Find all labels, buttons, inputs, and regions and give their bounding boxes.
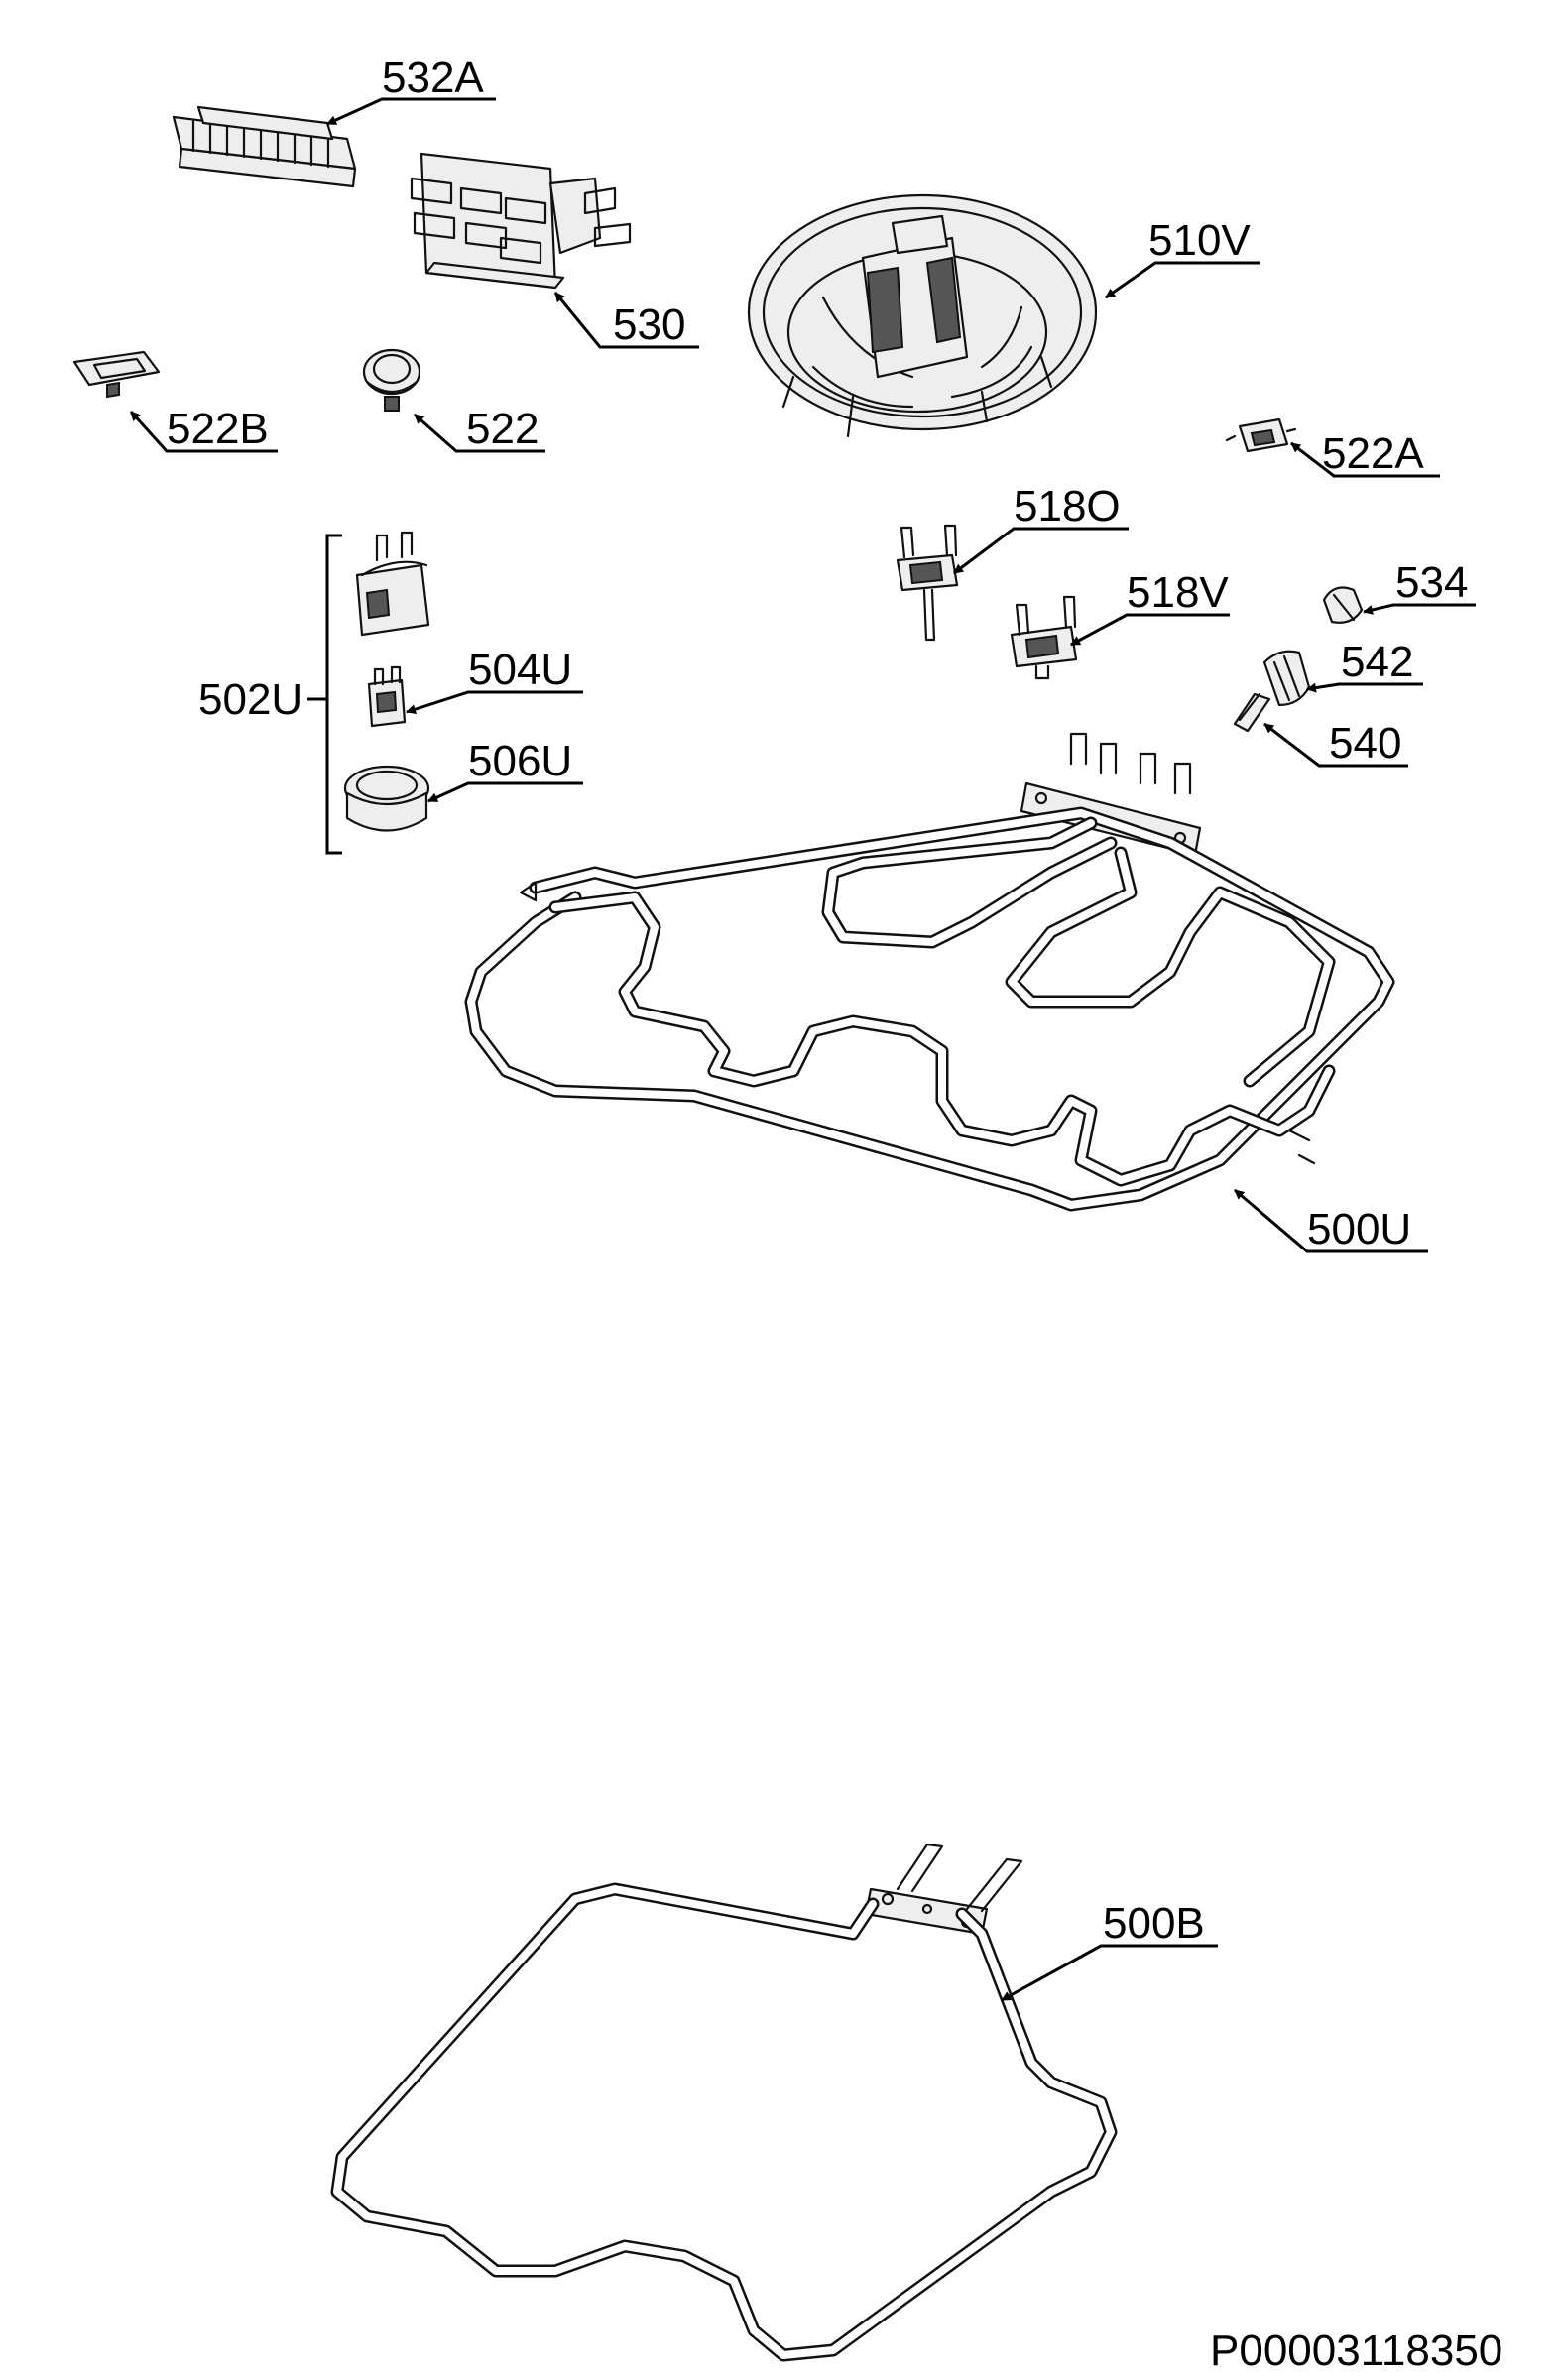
label-506u: 506U — [468, 737, 572, 785]
label-522a: 522A — [1322, 429, 1424, 478]
heating-element-500u — [464, 732, 1395, 1212]
bracket-522b — [72, 350, 161, 399]
label-542: 542 — [1341, 638, 1413, 686]
label-500b: 500B — [1103, 1899, 1205, 1948]
lamp-glass-542 — [1262, 650, 1311, 707]
part-labels: 532A 530 510V 522B 522 522A 518O 518V 53… — [167, 54, 1502, 2375]
fan-motor-510v — [747, 193, 1098, 438]
label-522: 522 — [466, 405, 539, 453]
selector-switch-530 — [410, 152, 632, 290]
label-534: 534 — [1395, 558, 1468, 607]
label-510v: 510V — [1148, 216, 1251, 265]
gasket-540 — [1233, 692, 1271, 733]
label-522b: 522B — [167, 405, 269, 453]
label-502u: 502U — [198, 675, 302, 724]
label-518v: 518V — [1127, 568, 1229, 617]
label-532a: 532A — [382, 54, 484, 102]
label-540: 540 — [1329, 719, 1401, 768]
drawing-number: P00003118350 — [1210, 2326, 1502, 2375]
lamp-bulb-534 — [1322, 586, 1364, 624]
label-500u: 500U — [1307, 1205, 1411, 1253]
lamp-holder-522 — [362, 348, 421, 412]
callout-leaders — [129, 97, 1476, 2002]
label-530: 530 — [613, 300, 685, 349]
lamp-assembly-502u — [307, 531, 430, 855]
terminal-block-532a — [172, 105, 357, 188]
heating-element-500b — [330, 1843, 1118, 2362]
thermostat-518v — [1010, 595, 1078, 680]
label-518o: 518O — [1014, 482, 1121, 531]
label-504u: 504U — [468, 646, 572, 694]
clip-522a — [1225, 417, 1297, 453]
thermostat-518o — [896, 524, 959, 642]
